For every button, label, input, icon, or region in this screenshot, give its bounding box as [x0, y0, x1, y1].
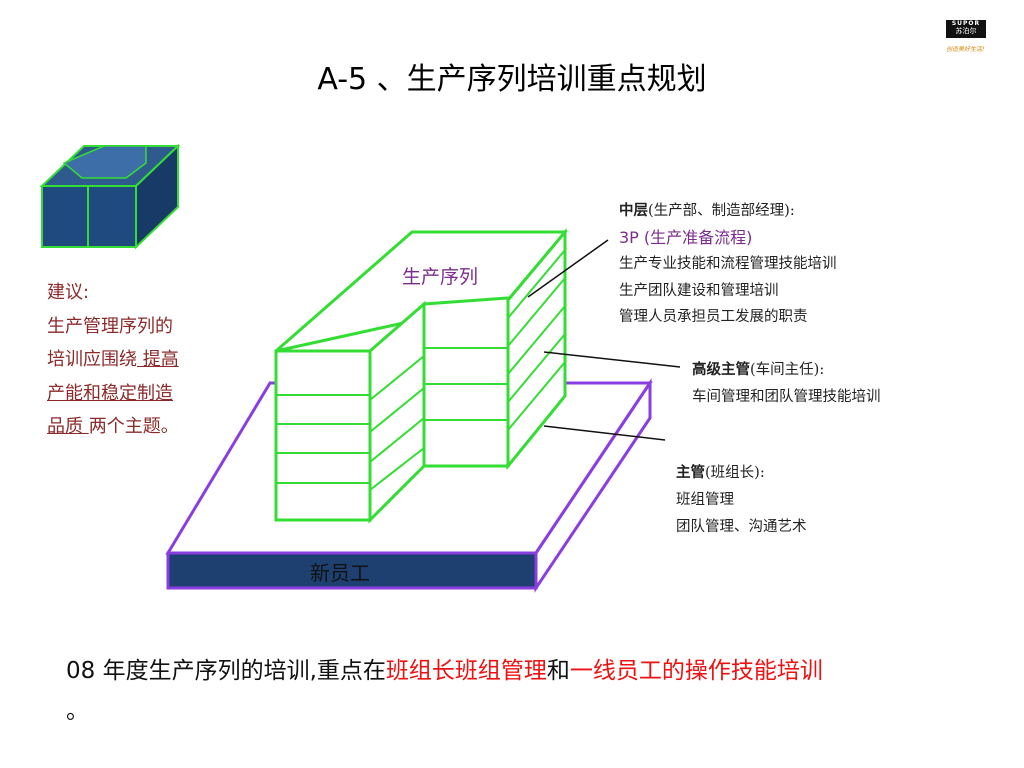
- conclusion-fragment: 。: [66, 698, 89, 724]
- conclusion-highlight: 一线员工的操作技能培训: [569, 658, 823, 684]
- mid-level-item: 生产团队建设和管理培训: [619, 282, 779, 299]
- conclusion-highlight: 班组长班组管理: [385, 658, 547, 684]
- logo-brand: SUPOR: [951, 20, 981, 27]
- supervisor-note: (班组长):: [705, 465, 765, 481]
- suggestion-line: 培训应围绕 提高: [47, 343, 217, 377]
- supervisor-title: 主管: [676, 465, 705, 481]
- pointer-line-supervisor: [543, 425, 666, 441]
- mid-level-item: 管理人员承担员工发展的职责: [619, 309, 808, 325]
- suggestion-fragment: 两个主题。: [88, 416, 179, 437]
- logo-badge: SUPOR 苏泊尔: [946, 20, 986, 38]
- pointer-line-mid: [527, 239, 609, 298]
- mid-level-title: 中层: [619, 203, 648, 219]
- suggestion-text: 建议: 生产管理序列的 培训应围绕 提高 产能和稳定制造 品质 两个主题。: [47, 276, 217, 444]
- suggestion-line: 建议:: [47, 282, 90, 303]
- senior-supervisor-block: 高级主管(车间主任): 车间管理和团队管理技能培训: [692, 357, 881, 411]
- senior-supervisor-item: 车间管理和团队管理技能培训: [692, 389, 881, 405]
- logo-slogan: 创造美好生活!: [946, 46, 985, 53]
- senior-supervisor-title: 高级主管: [692, 362, 750, 378]
- mid-level-item: 生产专业技能和流程管理技能培训: [619, 256, 837, 272]
- senior-supervisor-heading: 高级主管(车间主任):: [692, 357, 881, 384]
- mid-level-highlight: 3P (生产准备流程): [619, 227, 753, 247]
- mid-level-note: (生产部、制造部经理):: [648, 203, 795, 219]
- production-tower: 生产序列: [274, 227, 569, 524]
- cube-icon: [39, 143, 181, 250]
- suggestion-fragment: 培训应围绕: [47, 349, 137, 370]
- page-title: A-5 、生产序列培训重点规划: [317, 62, 707, 97]
- suggestion-line: 品质 两个主题。: [47, 410, 217, 444]
- logo-brand-cn: 苏泊尔: [955, 27, 977, 35]
- senior-supervisor-note: (车间主任):: [750, 362, 825, 378]
- suggestion-line: 产能和稳定制造: [47, 382, 173, 404]
- suggestion-underline: 品质: [47, 416, 89, 437]
- conclusion-fragment: 08 年度生产序列的培训,重点在: [66, 658, 386, 684]
- pointer-line-senior: [543, 351, 681, 368]
- supervisor-heading: 主管(班组长):: [676, 460, 807, 487]
- mid-level-heading: 中层(生产部、制造部经理):: [619, 198, 837, 225]
- supervisor-item: 班组管理: [676, 492, 734, 508]
- brand-logo: SUPOR 苏泊尔 创造美好生活!: [946, 20, 986, 62]
- mid-level-block: 中层(生产部、制造部经理): 3P (生产准备流程) 生产专业技能和流程管理技能…: [619, 198, 837, 331]
- supervisor-block: 主管(班组长): 班组管理 团队管理、沟通艺术: [676, 460, 807, 541]
- conclusion-fragment: 和: [546, 658, 570, 684]
- supervisor-item: 团队管理、沟通艺术: [676, 519, 807, 535]
- base-label: 新员工: [310, 561, 370, 585]
- conclusion-text: 08 年度生产序列的培训,重点在班组长班组管理和一线员工的操作技能培训。: [66, 651, 966, 731]
- suggestion-line: 生产管理序列的: [47, 315, 173, 337]
- tower-label: 生产序列: [402, 266, 478, 288]
- suggestion-underline: 提高: [137, 349, 179, 370]
